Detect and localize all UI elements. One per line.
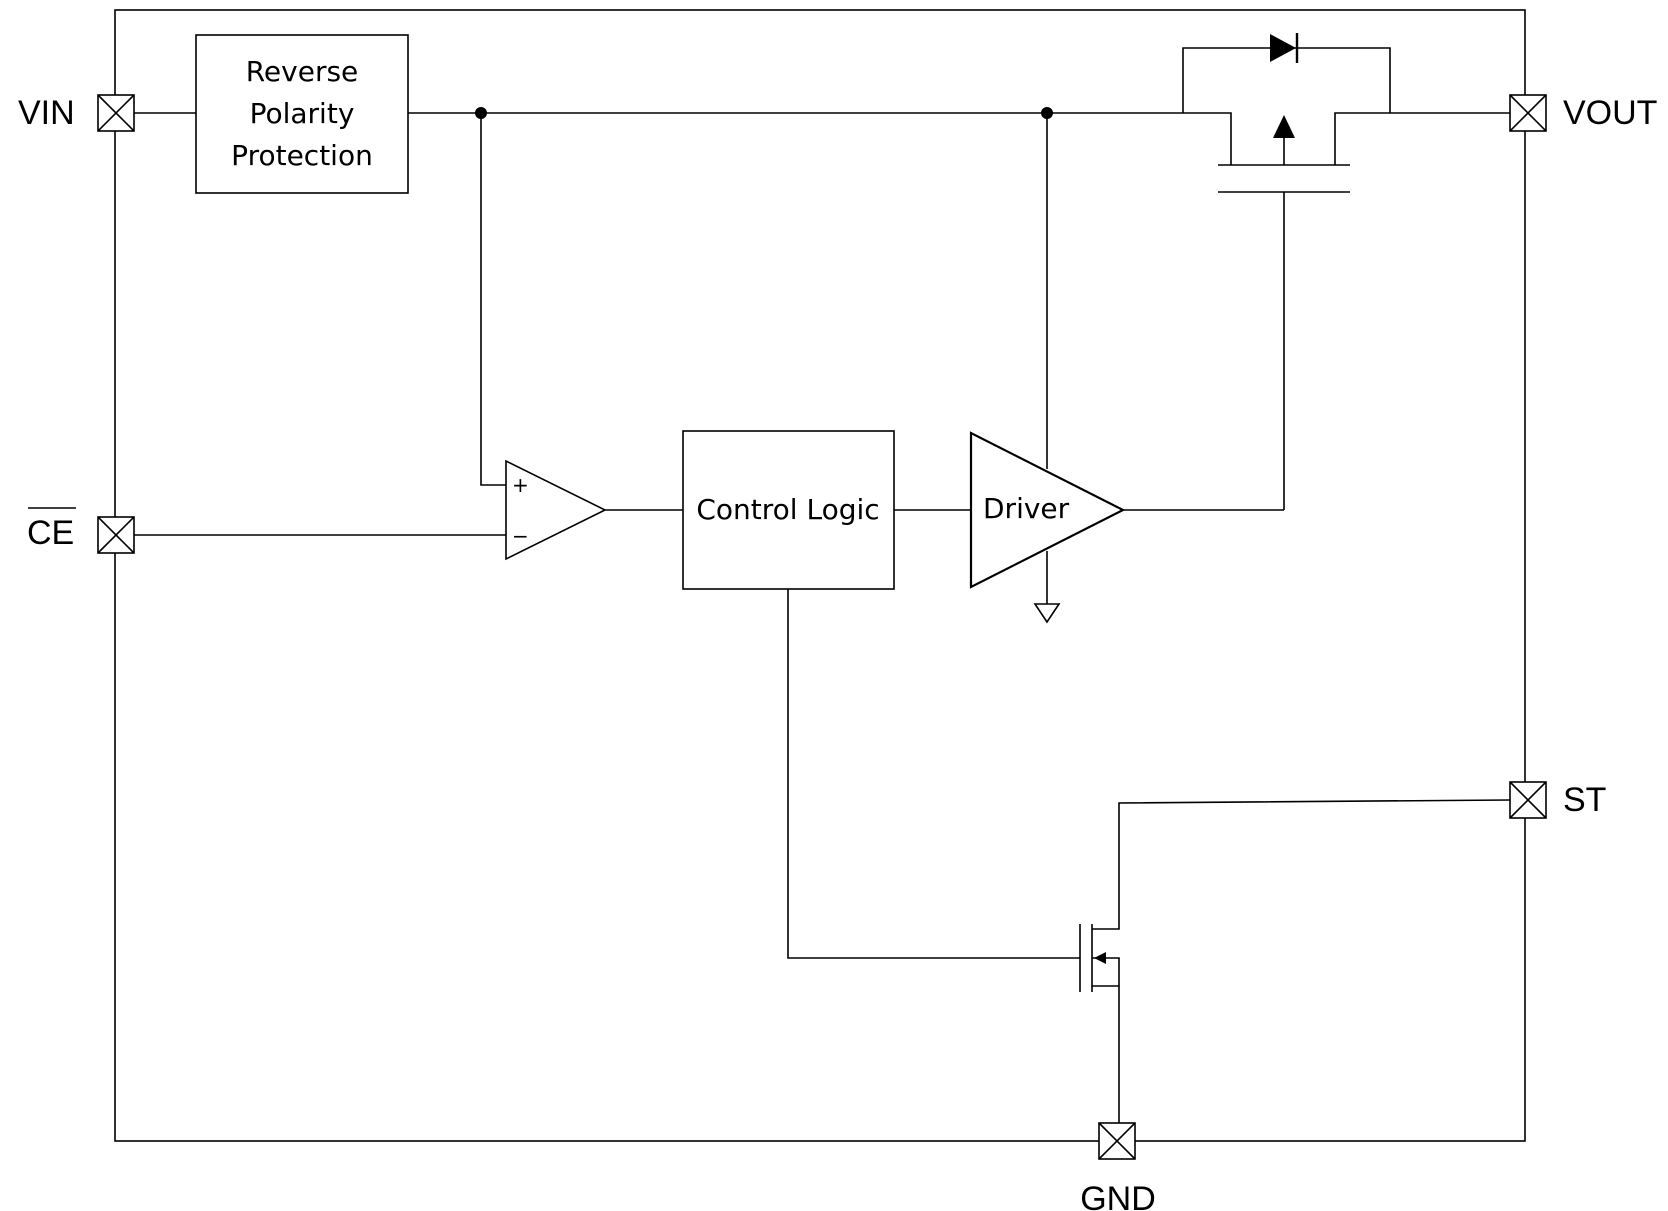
comparator-minus-sign: −	[512, 524, 529, 548]
wire-logic-to-nmos-gate	[787, 589, 1080, 959]
ground-icon	[1033, 603, 1061, 624]
control-logic-label: Control Logic	[696, 493, 879, 526]
control-logic-block: Control Logic	[682, 430, 895, 590]
pass-pmos-transistor	[1182, 33, 1510, 510]
pin-vin: VIN	[18, 94, 135, 132]
pin-label-st: ST	[1563, 781, 1606, 819]
pin-label-vin: VIN	[18, 94, 75, 132]
nmos-arrow-icon	[1094, 952, 1106, 964]
comparator: + −	[505, 459, 607, 561]
pin-label-gnd: GND	[1080, 1180, 1156, 1211]
pin-label-ce: CE	[27, 514, 74, 552]
pin-ce: CE	[27, 507, 135, 554]
pin-vout: VOUT	[1509, 94, 1657, 132]
rpp-label-line-2: Polarity	[250, 97, 355, 130]
driver-label: Driver	[983, 492, 1070, 525]
body-diode-icon	[1270, 34, 1296, 62]
comparator-plus-sign: +	[512, 473, 529, 497]
pin-gnd: GND	[1080, 1122, 1156, 1211]
pmos-arrow-icon	[1273, 115, 1295, 138]
rpp-label-line-3: Protection	[231, 139, 373, 172]
status-nmos-transistor	[1079, 799, 1511, 1123]
rpp-label-line-1: Reverse	[246, 55, 359, 88]
chip-outline	[114, 9, 1526, 1142]
wire-vin-to-comparator-plus	[480, 113, 506, 486]
pin-st: ST	[1509, 781, 1606, 819]
reverse-polarity-protection-block: Reverse Polarity Protection	[195, 34, 409, 194]
pin-label-vout: VOUT	[1563, 94, 1657, 132]
driver-amplifier: Driver	[969, 431, 1126, 589]
